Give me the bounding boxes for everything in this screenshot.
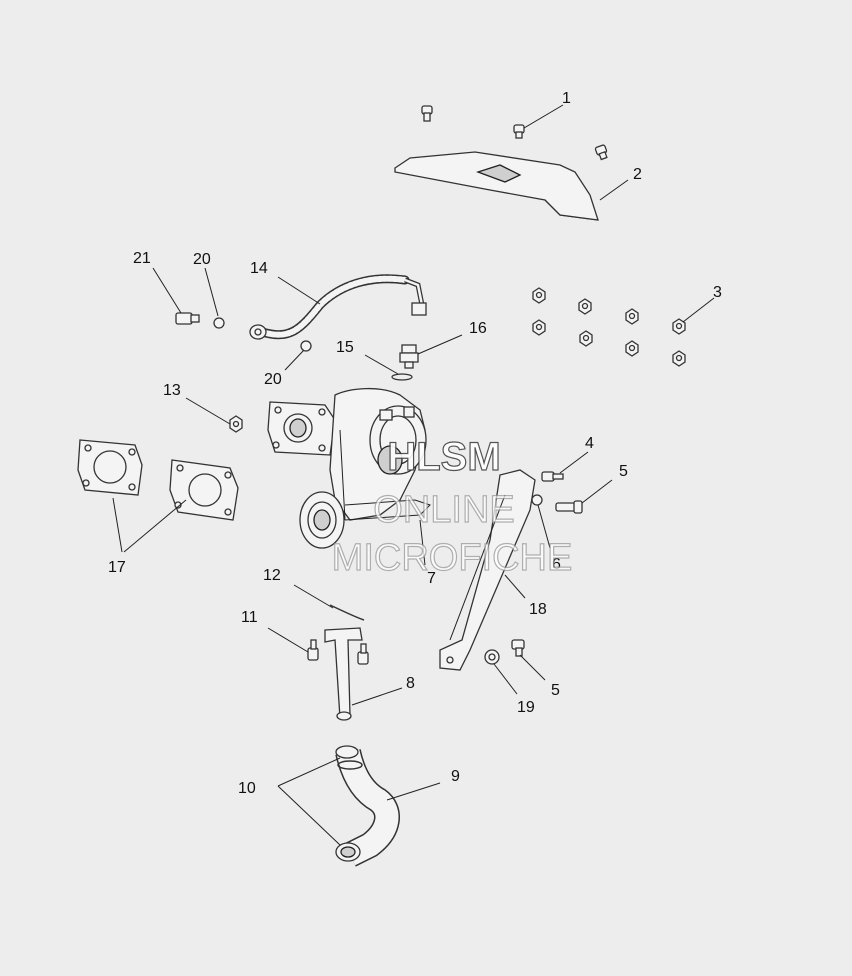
part-6-washer [531,494,543,506]
part-19-washer [484,649,500,665]
callout-17: 17 [108,559,126,576]
callout-14: 14 [250,260,268,277]
part-20-washers [213,317,312,352]
callout-19: 19 [517,699,535,716]
callout-11: 11 [241,609,258,626]
callout-16: 16 [469,320,487,337]
part-8-oil-return-pipe [324,627,363,721]
watermark: HLSM ONLINE MICROFICHE [331,434,573,579]
part-21-banjo-bolt [175,312,200,325]
callout-21: 21 [133,250,151,267]
part-13-nut [229,415,243,433]
part-2-heat-shield [394,151,599,221]
part-18-bracket [439,469,536,671]
part-5-bolts [511,500,583,657]
watermark-line-2: ONLINE [373,489,514,531]
callout-1: 1 [562,90,571,107]
callout-4: 4 [585,435,594,452]
part-3-nuts [532,287,686,367]
watermark-line-1: HLSM [387,435,500,479]
callout-2: 2 [633,166,642,183]
part-14-oil-feed-line [249,274,427,340]
part-11-screws [307,639,369,665]
callout-12: 12 [263,567,281,584]
part-12-seal [329,604,365,621]
callout-7: 7 [427,570,436,587]
callout-20-lower: 20 [264,371,282,388]
part-16-fitting [399,344,419,369]
part-4-bolt [541,471,564,482]
callout-18: 18 [529,601,547,618]
watermark-line-3: MICROFICHE [332,537,573,579]
callout-13: 13 [163,382,181,399]
callout-3: 3 [713,284,722,301]
callout-10: 10 [238,780,256,797]
callout-9: 9 [451,768,460,785]
leader-lines [112,104,715,846]
callout-15: 15 [336,339,354,356]
part-15-seal [391,373,413,381]
callout-6: 6 [552,556,561,573]
part-1-screws [421,105,608,161]
callout-20-upper: 20 [193,251,211,268]
callout-5-upper: 5 [619,463,628,480]
part-7-turbocharger [267,387,431,549]
part-17-gaskets [77,439,239,521]
callout-5-lower: 5 [551,682,560,699]
callout-8: 8 [406,675,415,692]
callout-numbers: 1 2 3 4 5 5 6 7 8 9 10 11 12 13 14 15 16… [108,90,722,797]
part-10-clamps [335,760,363,862]
